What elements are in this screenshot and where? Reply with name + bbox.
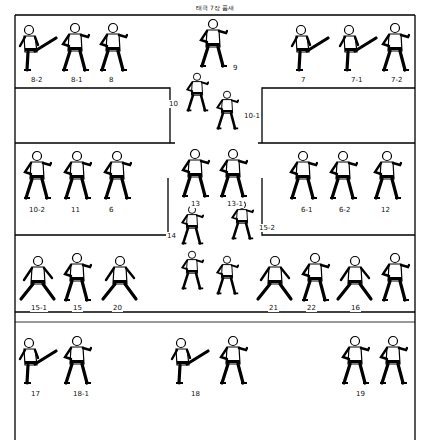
step-number: 15 bbox=[72, 304, 83, 312]
step-number: 9 bbox=[232, 64, 238, 72]
step-number: 14 bbox=[166, 232, 177, 240]
step-number: 11 bbox=[70, 206, 81, 214]
step-number: 8 bbox=[108, 76, 114, 84]
step-number: 10-1 bbox=[243, 112, 261, 120]
step-number: 22 bbox=[306, 304, 317, 312]
step-number: 8-2 bbox=[30, 76, 43, 84]
frame-lines bbox=[15, 15, 415, 440]
step-number: 6-2 bbox=[338, 206, 351, 214]
step-number: 13-1 bbox=[226, 200, 244, 208]
step-number: 16 bbox=[350, 304, 361, 312]
step-number: 10 bbox=[168, 100, 179, 108]
step-number: 19 bbox=[355, 390, 366, 398]
step-number: 8-1 bbox=[70, 76, 83, 84]
page-title: 태극 7장 품새 bbox=[195, 4, 235, 11]
step-number: 18-1 bbox=[72, 390, 90, 398]
step-number: 7-1 bbox=[350, 76, 363, 84]
figures bbox=[20, 20, 409, 384]
step-number: 10-2 bbox=[28, 206, 46, 214]
step-number: 21 bbox=[268, 304, 279, 312]
step-number: 17 bbox=[30, 390, 41, 398]
step-number: 6 bbox=[108, 206, 114, 214]
step-number: 7 bbox=[300, 76, 306, 84]
step-number: 18 bbox=[190, 390, 201, 398]
step-number: 20 bbox=[112, 304, 123, 312]
step-number: 13 bbox=[190, 200, 201, 208]
step-number: 15-2 bbox=[258, 224, 276, 232]
step-number: 12 bbox=[380, 206, 391, 214]
step-number: 15-1 bbox=[30, 304, 48, 312]
step-number: 6-1 bbox=[300, 206, 313, 214]
step-number: 7-2 bbox=[390, 76, 403, 84]
